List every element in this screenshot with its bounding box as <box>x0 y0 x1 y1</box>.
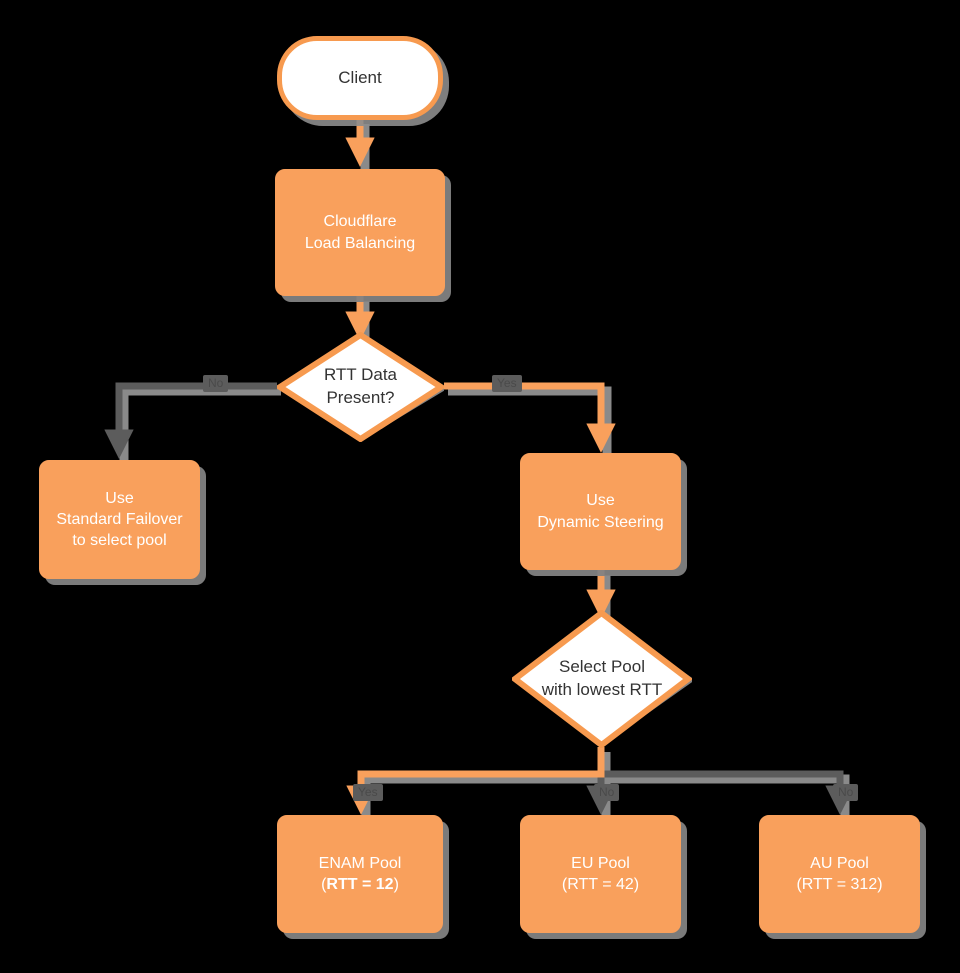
edge-label-pool-eu: No <box>594 784 620 802</box>
edge-label-pool-enam: Yes <box>353 784 383 802</box>
node-au-pool-rtt: (RTT = 312) <box>796 874 882 895</box>
node-rtt-decision[interactable]: RTT Data Present? <box>277 332 444 442</box>
node-client-label: Client <box>338 67 382 87</box>
node-eu-pool-rtt-value: RTT = 42 <box>567 876 634 893</box>
node-enam-pool-rtt-value: RTT = 12 <box>326 876 394 893</box>
node-load-balancing-line2: Load Balancing <box>304 234 416 252</box>
node-au-pool-paren-close: ) <box>877 876 883 893</box>
node-client[interactable]: Client <box>277 36 443 120</box>
node-eu-pool-paren-close: ) <box>633 876 640 893</box>
edge-label-rtt-no: No <box>203 375 229 393</box>
node-standard-failover[interactable]: Use Standard Failover to select pool <box>39 460 200 579</box>
node-enam-pool-paren-close: ) <box>393 876 399 893</box>
node-au-pool-rtt-value: RTT = 312 <box>801 876 878 893</box>
node-enam-pool[interactable]: ENAM Pool (RTT = 12) <box>277 815 443 933</box>
node-enam-pool-line1: ENAM Pool <box>318 854 402 872</box>
node-au-pool[interactable]: AU Pool (RTT = 312) <box>759 815 920 933</box>
edge-label-rtt-yes: Yes <box>492 375 522 393</box>
node-eu-pool-paren-open: ( <box>561 876 568 893</box>
node-enam-pool-paren-open: ( <box>321 876 327 893</box>
edge-rtt-decision-to-standard-failover <box>104 382 277 459</box>
node-standard-failover-line2: Standard Failover <box>56 510 183 528</box>
node-standard-failover-line1: Use <box>105 489 134 507</box>
node-load-balancing-line1: Cloudflare <box>323 213 397 231</box>
edge-rtt-decision-to-dynamic-steering <box>444 382 616 453</box>
node-dynamic-steering-line2: Dynamic Steering <box>537 513 664 531</box>
select-pool-diamond-shape <box>512 610 692 748</box>
node-standard-failover-line3: to select pool <box>72 532 167 550</box>
node-eu-pool-line1: EU Pool <box>571 854 630 872</box>
rtt-decision-diamond-shape <box>277 332 444 442</box>
node-select-pool[interactable]: Select Pool with lowest RTT <box>512 610 692 748</box>
edge-select-pool-to-enam-pool <box>346 747 605 815</box>
node-au-pool-line1: AU Pool <box>810 854 869 872</box>
node-load-balancing[interactable]: Cloudflare Load Balancing <box>275 169 445 296</box>
node-dynamic-steering[interactable]: Use Dynamic Steering <box>520 453 681 570</box>
edge-label-pool-au: No <box>833 784 859 802</box>
edge-select-pool-to-au-pool <box>601 770 855 815</box>
node-enam-pool-rtt: (RTT = 12) <box>319 874 402 895</box>
node-eu-pool-rtt: (RTT = 42) <box>562 874 639 895</box>
node-dynamic-steering-line1: Use <box>586 492 615 510</box>
node-au-pool-paren-open: ( <box>796 876 802 893</box>
node-eu-pool[interactable]: EU Pool (RTT = 42) <box>520 815 681 933</box>
